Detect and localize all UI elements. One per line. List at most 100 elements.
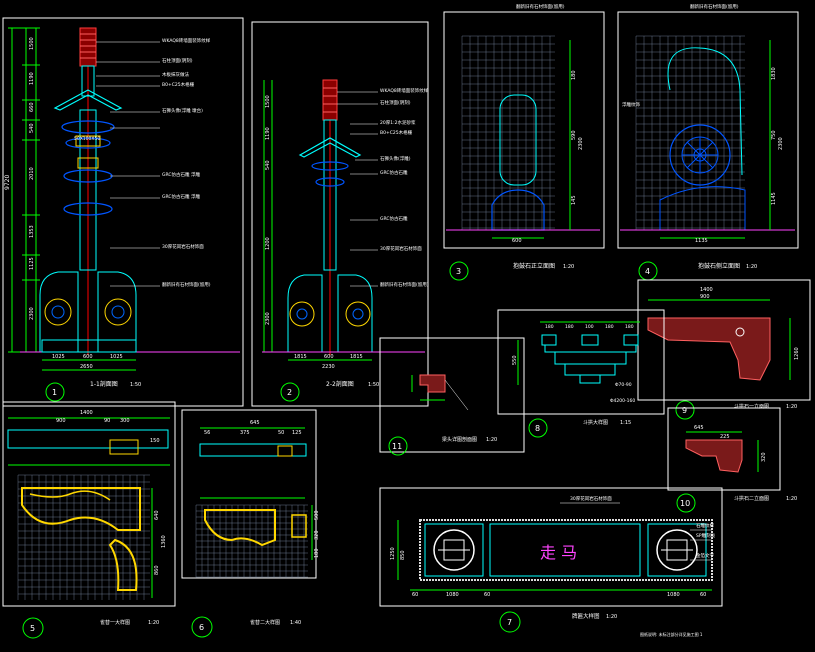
s5-number-bubble [22,617,44,639]
s10-dim-right-text: 320 [761,452,767,462]
s8-number: 8 [535,424,540,433]
svg-text:30厚花岗岩石材饰面: 30厚花岗岩石材饰面 [162,243,204,250]
sheet-7-frame [379,487,723,607]
general-note: 图纸说明: 未标注部分详见施工图 1 [640,631,703,637]
s7-scale: 1:20 [606,614,617,620]
svg-text:1025: 1025 [110,354,123,360]
svg-text:900: 900 [56,418,66,424]
svg-text:石柱顶面(阴刻): 石柱顶面(阴刻) [380,99,411,106]
svg-text:30厚花岗岩石材饰面: 30厚花岗岩石材饰面 [570,495,612,502]
svg-text:645: 645 [250,420,260,426]
s9-title: 斗拱石一立面图 [734,403,769,410]
s3-dim-bottom-text: 600 [512,238,522,244]
svg-text:100: 100 [585,324,594,330]
s5-number: 5 [30,624,35,633]
svg-text:1500: 1500 [29,37,35,50]
sheet-2-frame [251,21,429,407]
sheet-4-elevation: 1830 750 2300 1145 1135 翻新旧有石材饰面(留用) 浮雕纹… [617,3,799,281]
s4-drum-spokes [682,137,718,173]
svg-text:180: 180 [571,70,577,80]
s3-scale: 1:20 [563,264,574,270]
svg-text:30厚花岗岩石材饰面: 30厚花岗岩石材饰面 [380,245,422,252]
s1-roof [53,89,123,111]
s3-drum-base [491,189,545,231]
svg-text:600: 600 [324,354,334,360]
s4-drum-circle [669,124,731,186]
s11-leader [444,379,469,411]
s7-panel-right [647,523,707,577]
s2-roof [298,137,362,158]
sheet-8-detail: 180 180 100 180 180 550 Φ70-90 Φ4200-160… [497,309,665,438]
s7-title: 牌匾大样图 [572,612,600,620]
svg-text:375: 375 [240,430,250,436]
s4-dim-bottom-text: 1135 [695,238,708,244]
s1-dims-bottom: 1025 600 1025 2650 [52,354,123,370]
sheet-6-detail: 56 375 50 125 645 500 320 180 6 雀替二大样图 1… [181,409,320,638]
svg-text:180: 180 [565,324,574,330]
s2-base-left [287,274,323,353]
sheet-1-section: 9720 1500 1190 660 540 2010 1353 1125 23… [2,17,244,407]
s1-bracket-block [75,135,101,169]
svg-text:金箔文字: 金箔文字 [696,552,714,559]
s10-dims-top: 645 225 [694,425,730,440]
svg-text:590: 590 [571,130,577,140]
svg-text:2300: 2300 [578,137,584,150]
svg-text:1815: 1815 [294,354,307,360]
svg-text:GRC仿古石雕: GRC仿古石雕 [380,169,408,176]
s2-finial-hatch [323,87,337,113]
s1-dims-left: 1500 1190 660 540 2010 1353 1125 2300 [29,37,35,320]
s6-dims-top: 56 375 50 125 645 [204,420,302,436]
svg-text:1080: 1080 [446,592,459,598]
svg-text:1125: 1125 [29,257,35,270]
s8-dims-top: 180 180 100 180 180 [545,324,634,330]
s7-panel-left [424,523,484,577]
s7-panel-center [489,523,641,577]
s8-scale: 1:15 [620,420,631,426]
sheet-11-frame [379,337,525,453]
s1-scale: 1:50 [130,382,141,388]
svg-text:WKAQ8砖墙面装饰纹样: WKAQ8砖墙面装饰纹样 [380,87,429,94]
svg-text:860: 860 [154,565,160,575]
svg-text:20厚1:2水泥砂浆: 20厚1:2水泥砂浆 [380,119,416,126]
s1-drum-stones [44,298,132,326]
s7-plaque-border [419,519,713,581]
svg-text:540: 540 [265,160,271,170]
s7-number: 7 [507,618,512,627]
svg-text:540: 540 [29,123,35,133]
svg-text:石柱顶面(阴刻): 石柱顶面(阴刻) [162,57,193,64]
s1-base-left [39,271,79,353]
s9-dim-right-text: 1260 [794,347,800,360]
s2-leaders [337,91,378,287]
s1-title: 1-1剖面图 [90,380,118,388]
sheet-6-frame [181,409,317,579]
s5-block [109,439,139,455]
svg-text:180: 180 [545,324,554,330]
s7-plaque-text: 走 马 [540,543,577,562]
s1-post-shaft [79,109,97,271]
svg-text:1080: 1080 [667,592,680,598]
s6-number-bubble [191,616,213,638]
svg-text:145: 145 [571,195,577,205]
s11-title: 梁头详图剖面图 [442,436,477,443]
svg-text:2300: 2300 [29,307,35,320]
sheet-10-frame [667,407,781,491]
s3-title: 抱鼓石正立面图 [513,262,555,270]
s6-grid [195,504,308,578]
s5-carving-scroll [29,490,111,501]
svg-text:2010: 2010 [29,167,35,180]
svg-text:56: 56 [204,430,210,436]
s2-title: 2-2剖面图 [326,380,354,388]
s1-leaders [96,41,160,287]
svg-text:石雕纹样: 石雕纹样 [696,522,714,529]
s3-number: 3 [456,267,461,276]
s2-dims-left: 1500 1190 540 1200 2300 [265,95,271,325]
s5-grid [17,474,150,600]
s6-dims-right: 500 320 180 [314,510,320,558]
s9-dims-top: 1400 900 [700,287,713,300]
svg-text:1400: 1400 [80,410,93,416]
s2-drum-stones [289,301,371,327]
s7-number-bubble [499,611,521,633]
s6-scale: 1:40 [290,620,301,626]
s3-drum-body [499,94,537,186]
s1-dim-ticks [8,27,40,353]
